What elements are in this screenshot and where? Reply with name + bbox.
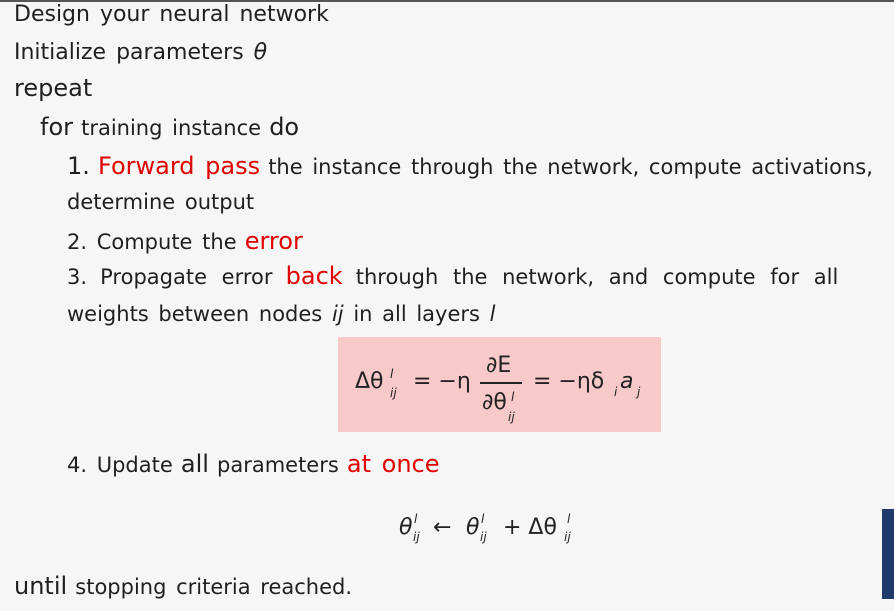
step-4-text: 4. Update [67, 453, 173, 477]
f2-mid-sub: ij [480, 530, 487, 544]
step-3-text: Propagate error [100, 265, 273, 289]
gradient-formula-box [338, 337, 661, 432]
update-arrow: ← [433, 515, 452, 540]
step-3-mid-text: in all layers [353, 302, 480, 326]
partial-theta: ∂θ [482, 390, 507, 415]
until-keyword: until [14, 572, 68, 600]
f2-rhs-sup: l [567, 512, 571, 526]
step-2-text: 2. Compute the [67, 230, 237, 254]
eq-neg-eta-delta: = −ηδ [533, 369, 605, 394]
design-text: Design your neural network [14, 2, 329, 27]
partial-e: ∂E [486, 353, 512, 378]
at-once-text: at once [346, 450, 440, 478]
parameters-text: parameters [217, 453, 339, 477]
theta-symbol: θ [253, 40, 268, 65]
f2-lhs-sub: ij [413, 530, 420, 544]
for-line: for training instance do [40, 113, 299, 141]
error-text: error [244, 227, 303, 255]
delta-theta: Δθ [355, 369, 384, 394]
forward-pass-text: Forward pass [98, 152, 261, 180]
f2-lhs-sup: l [414, 512, 418, 526]
back-text: back [285, 262, 343, 290]
step-1-cont-text: determine output [67, 190, 255, 214]
for-text: training instance [81, 116, 262, 140]
theta-mid: θ [466, 515, 480, 540]
step-3-cont-text: weights between nodes [67, 302, 323, 326]
step-3-cont: weights between nodes ij in all layers l [67, 302, 496, 326]
init-text: Initialize parameters [14, 40, 244, 65]
repeat-text: repeat [14, 74, 93, 102]
formula-lhs: Δθ [355, 369, 384, 394]
lhs-sub: ij [390, 386, 397, 400]
fraction-bar [480, 382, 522, 384]
step-1-text: the instance through the network, comput… [268, 155, 873, 179]
l-symbol: l [489, 302, 496, 326]
step-init: Initialize parameters θ [14, 40, 267, 65]
lhs-sup: l [390, 367, 394, 381]
f2-rhs-sub: ij [564, 530, 571, 544]
repeat-keyword: repeat [14, 74, 92, 102]
step-2: 2. Compute the error [67, 227, 303, 255]
den-sub: ij [508, 410, 515, 424]
corner-decoration [882, 509, 894, 599]
eq-neg-eta: = −η [413, 369, 471, 394]
theta-lhs: θ [399, 515, 413, 540]
do-keyword: do [269, 113, 300, 141]
a-sub: j [637, 385, 641, 399]
step-3-number: 3. [67, 265, 88, 289]
top-rule [0, 0, 894, 2]
plus-delta-theta: + Δθ [503, 515, 557, 540]
step-4: 4. Update all parameters at once [67, 450, 440, 478]
delta-sub: i [614, 385, 618, 399]
activation-a: a [620, 369, 634, 394]
den-sup: l [511, 390, 515, 404]
step-3: 3. Propagate error back through the netw… [67, 262, 838, 290]
step-1-number: 1. [67, 152, 90, 180]
step-3-post-text: through the network, and compute for all [355, 265, 839, 289]
f2-mid-sup: l [481, 512, 485, 526]
step-1-cont: determine output [67, 190, 254, 214]
step-1: 1. Forward pass the instance through the… [67, 152, 873, 180]
until-text: stopping criteria reached. [75, 575, 353, 599]
for-keyword: for [40, 113, 73, 141]
step-design: Design your neural network [14, 2, 329, 27]
until-line: until stopping criteria reached. [14, 572, 352, 600]
ij-symbol: ij [331, 302, 344, 326]
all-text: all [180, 450, 209, 478]
